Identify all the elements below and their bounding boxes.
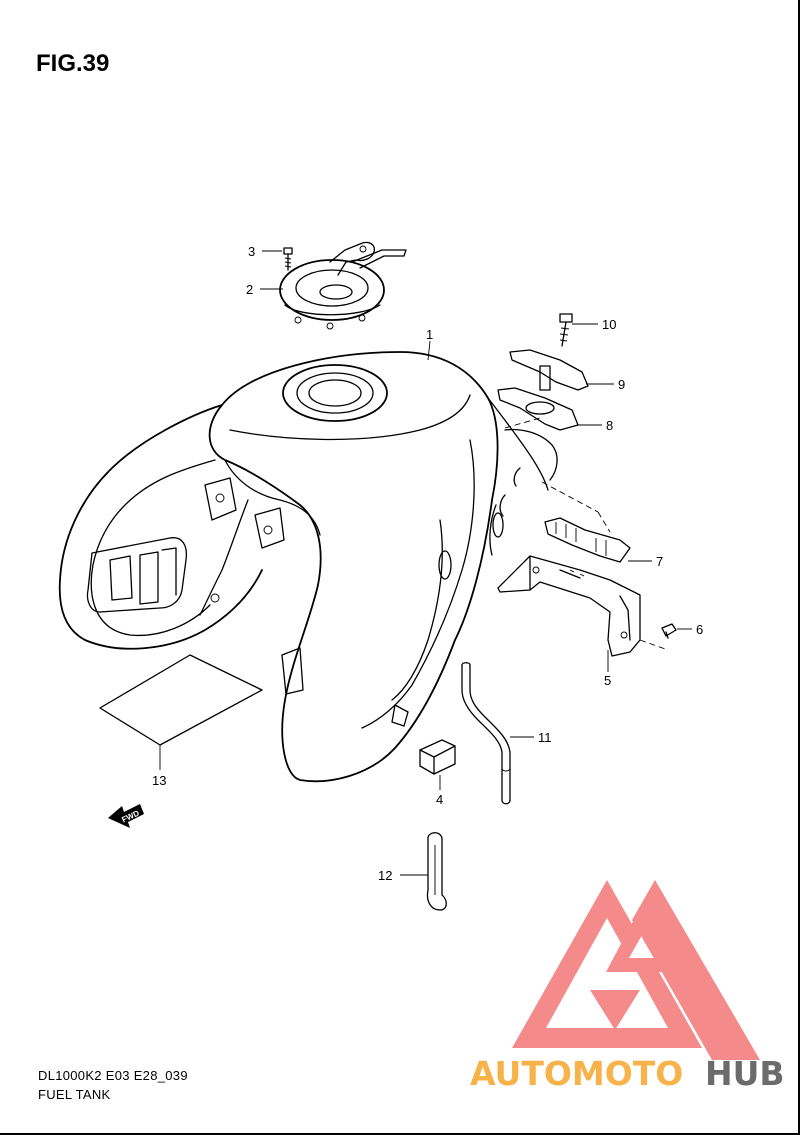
watermark-text-2: HUB [705, 1054, 785, 1093]
callout-5: 5 [604, 673, 611, 688]
hose-part-11 [461, 662, 511, 805]
watermark-wordmark: AUTOMOTO HUB [470, 1054, 785, 1093]
screw-part-3 [283, 247, 293, 271]
sheet-part-13 [99, 654, 263, 746]
damper-part-7 [544, 517, 631, 563]
plate-part-8 [497, 387, 579, 431]
callout-9: 9 [618, 377, 625, 392]
callout-4: 4 [436, 792, 443, 807]
bolt-part-10 [559, 313, 573, 347]
callout-6: 6 [696, 622, 703, 637]
callout-2: 2 [246, 282, 253, 297]
diagram-code: DL1000K2 E03 E28_039 [38, 1068, 188, 1083]
callout-11: 11 [538, 730, 552, 745]
callout-12: 12 [378, 868, 392, 883]
callout-3: 3 [248, 244, 255, 259]
fuel-cap-part-2 [279, 241, 407, 330]
bolt-part-6 [661, 623, 677, 639]
figure-title: FIG.39 [36, 50, 110, 77]
callout-1: 1 [426, 327, 433, 342]
cushion-part-4 [419, 739, 456, 775]
callout-10: 10 [602, 317, 616, 332]
callout-8: 8 [606, 418, 613, 433]
guide-lines [504, 417, 669, 651]
watermark-logo [512, 880, 760, 1060]
watermark-text-1: AUTOMOTO [470, 1054, 683, 1093]
bracket-part-5 [497, 555, 641, 657]
fwd-arrow-icon: FWD [108, 804, 144, 828]
fuel-tank-part-1 [58, 351, 558, 783]
callout-numbers: 1 2 3 4 5 6 7 8 9 10 11 12 13 [152, 244, 703, 883]
stay-part-9 [509, 349, 589, 391]
callout-7: 7 [656, 554, 663, 569]
leader-lines [159, 250, 692, 876]
clamp-part-12 [426, 832, 447, 911]
callout-13: 13 [152, 773, 166, 788]
diagram-name: FUEL TANK [38, 1087, 111, 1102]
